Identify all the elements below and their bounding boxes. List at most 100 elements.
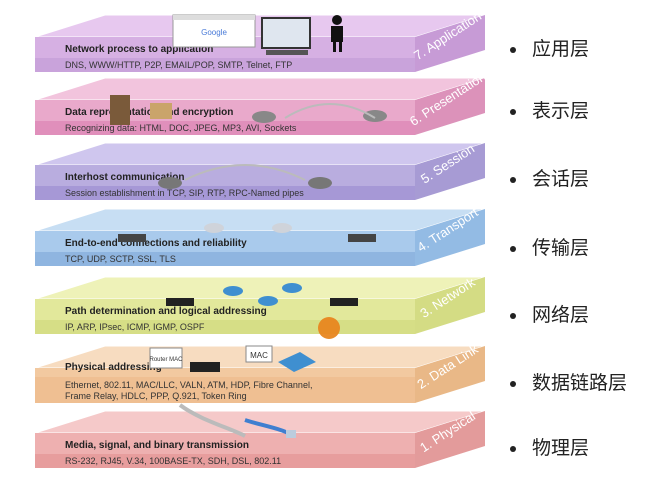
router-icon bbox=[308, 177, 332, 189]
transport-illustration bbox=[118, 223, 376, 242]
bullet-icon bbox=[510, 245, 516, 252]
layer-title: End-to-end connections and reliability bbox=[65, 238, 247, 249]
mouse-cursor-icon bbox=[318, 317, 340, 339]
layer-top-face bbox=[34, 142, 486, 166]
zh-label-data-link: 数据链路层 bbox=[510, 368, 627, 395]
bridge-icon bbox=[284, 103, 376, 119]
router-icon bbox=[158, 177, 182, 189]
zh-label-network: 网络层 bbox=[510, 300, 589, 327]
zh-label-application: 应用层 bbox=[510, 34, 589, 61]
rj45-connector-icon bbox=[286, 430, 296, 438]
layer-desc: Session establishment in TCP, SIP, RTP, … bbox=[65, 188, 304, 198]
bullet-icon bbox=[510, 108, 516, 115]
zh-label-text: 表示层 bbox=[532, 100, 590, 122]
switch-icon bbox=[278, 352, 316, 372]
zh-label-text: 传输层 bbox=[532, 237, 590, 259]
layer-side-face bbox=[415, 277, 485, 334]
layer-title: Physical addressing bbox=[65, 362, 162, 373]
layer-desc: DNS, WWW/HTTP, P2P, EMAIL/POP, SMTP, Tel… bbox=[65, 60, 292, 70]
zh-label-presentation: 表示层 bbox=[510, 96, 589, 123]
bullet-icon bbox=[510, 380, 516, 387]
layer-desc-strip-tall bbox=[35, 377, 415, 403]
router-icon bbox=[272, 223, 292, 233]
layer-title: Path determination and logical addressin… bbox=[65, 306, 267, 317]
router-icon bbox=[252, 111, 276, 123]
bullet-icon bbox=[510, 445, 516, 452]
router-icon bbox=[223, 286, 243, 296]
router-mac-card bbox=[149, 347, 183, 369]
mac-label: MAC bbox=[250, 351, 268, 360]
router-icon bbox=[363, 110, 387, 122]
layer-desc-strip bbox=[35, 186, 415, 200]
layer-desc: RS-232, RJ45, V.34, 100BASE-TX, SDH, DSL… bbox=[65, 456, 281, 466]
person-body-icon bbox=[331, 26, 343, 42]
layer-title: Interhost communication bbox=[65, 172, 184, 183]
router-mac-label: Router MAC bbox=[149, 357, 183, 363]
layer-side-face bbox=[415, 346, 485, 403]
wireless-router-icon bbox=[166, 298, 194, 306]
bullet-icon bbox=[510, 46, 516, 53]
network-illustration bbox=[166, 283, 358, 306]
data-link-illustration: Router MAC MAC bbox=[149, 345, 316, 372]
bridge-icon bbox=[184, 164, 306, 181]
router-icon bbox=[190, 362, 220, 372]
layer-side-face bbox=[415, 143, 485, 200]
zh-label-text: 会话层 bbox=[532, 168, 590, 190]
router-icon bbox=[258, 296, 278, 306]
zh-label-text: 数据链路层 bbox=[532, 372, 628, 394]
layer-side-face bbox=[415, 411, 485, 468]
google-logo-text: Google bbox=[201, 28, 227, 37]
layer-desc-strip bbox=[35, 252, 415, 266]
zh-label-transport: 传输层 bbox=[510, 233, 589, 260]
computer-monitor-icon bbox=[261, 17, 311, 49]
zh-label-text: 网络层 bbox=[532, 304, 590, 326]
layer-desc-strip bbox=[35, 58, 415, 72]
package-icon bbox=[150, 103, 172, 119]
switch-icon bbox=[348, 234, 376, 242]
layer-title: Data representation and encryption bbox=[65, 107, 233, 118]
zh-label-text: 物理层 bbox=[532, 437, 590, 459]
layer-desc: IP, ARP, IPsec, ICMP, IGMP, OSPF bbox=[65, 322, 205, 332]
session-illustration bbox=[158, 164, 332, 189]
person-head-icon bbox=[332, 15, 342, 25]
browser-titlebar bbox=[173, 15, 255, 20]
layer-desc: Recognizing data: HTML, DOC, JPEG, MP3, … bbox=[65, 123, 297, 133]
bullet-icon bbox=[510, 176, 516, 183]
door-icon bbox=[110, 95, 130, 125]
layer-desc-strip bbox=[35, 454, 415, 468]
physical-illustration bbox=[178, 403, 296, 438]
router-icon bbox=[282, 283, 302, 293]
person-leg-icon bbox=[339, 40, 342, 52]
bullet-icon bbox=[510, 312, 516, 319]
zh-label-physical: 物理层 bbox=[510, 433, 589, 460]
layer-title: Media, signal, and binary transmission bbox=[65, 440, 249, 451]
presentation-illustration bbox=[110, 95, 387, 125]
zh-label-text: 应用层 bbox=[532, 38, 590, 60]
application-illustration: Google bbox=[172, 14, 343, 55]
keyboard-icon bbox=[266, 50, 308, 55]
person-leg-icon bbox=[333, 40, 336, 52]
layer-top-face bbox=[34, 276, 486, 300]
layer-desc-2: Frame Relay, HDLC, PPP, Q.921, Token Rin… bbox=[65, 391, 247, 401]
layer-top-face bbox=[34, 410, 486, 434]
cable-icon bbox=[178, 403, 246, 438]
layer-side-face bbox=[415, 78, 485, 135]
switch-icon bbox=[118, 234, 146, 242]
layer-desc: Ethernet, 802.11, MAC/LLC, VALN, ATM, HD… bbox=[65, 380, 312, 390]
browser-window-icon bbox=[172, 14, 256, 48]
router-icon bbox=[204, 223, 224, 233]
layer-top-face bbox=[34, 14, 486, 38]
layer-side-face bbox=[415, 209, 485, 266]
layer-side-face bbox=[415, 15, 485, 72]
wireless-router-icon bbox=[330, 298, 358, 306]
layer-desc: TCP, UDP, SCTP, SSL, TLS bbox=[65, 254, 176, 264]
layer-top-face bbox=[34, 208, 486, 232]
layer-title: Network process to application bbox=[65, 44, 213, 55]
